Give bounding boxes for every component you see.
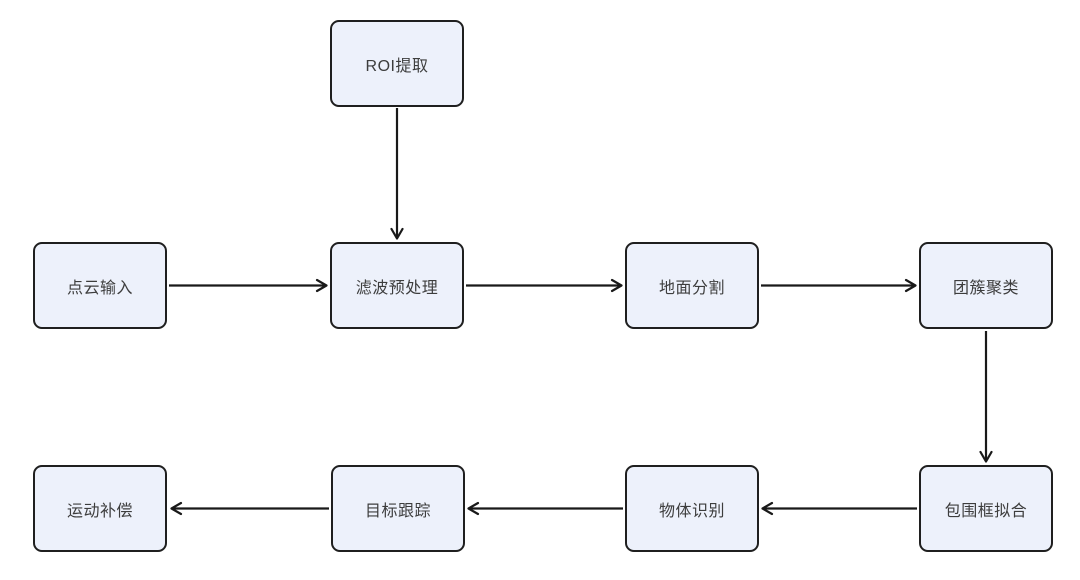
node-label: 地面分割: [658, 279, 725, 297]
node-label: 点云输入: [66, 279, 133, 297]
node-label: 物体识别: [658, 502, 725, 520]
node-label: 团簇聚类: [952, 279, 1019, 297]
node-filter-preprocessing: 滤波预处理: [330, 242, 464, 329]
node-label: 滤波预处理: [355, 279, 439, 297]
node-label: 目标跟踪: [364, 502, 431, 520]
node-motion-compensation: 运动补偿: [33, 465, 167, 552]
node-label: ROI提取: [365, 57, 429, 75]
node-object-recognition: 物体识别: [625, 465, 759, 552]
node-target-tracking: 目标跟踪: [331, 465, 465, 552]
node-label: 包围框拟合: [944, 502, 1028, 520]
node-ground-segmentation: 地面分割: [625, 242, 759, 329]
node-roi-extraction: ROI提取: [330, 20, 464, 107]
node-point-cloud-input: 点云输入: [33, 242, 167, 329]
node-cluster-clustering: 团簇聚类: [919, 242, 1053, 329]
node-label: 运动补偿: [66, 502, 133, 520]
node-bounding-box-fitting: 包围框拟合: [919, 465, 1053, 552]
